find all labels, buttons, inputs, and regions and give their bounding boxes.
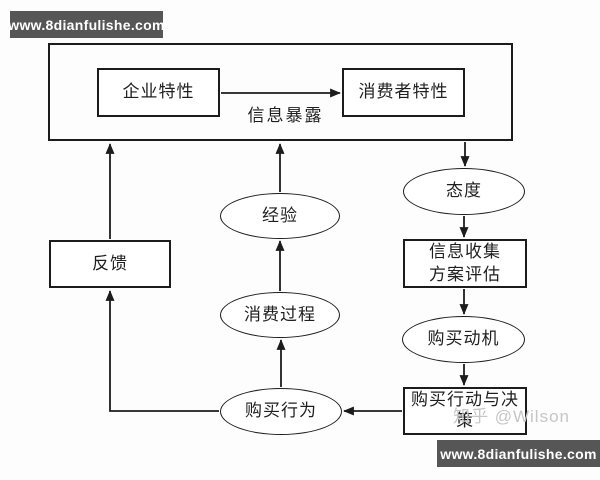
node-experience: 经验 xyxy=(220,193,340,239)
node-purchase-behavior-label: 购买行为 xyxy=(245,401,317,422)
node-purchase-behavior: 购买行为 xyxy=(220,388,342,435)
node-consumption-process: 消费过程 xyxy=(220,292,340,338)
node-consumption-process-label: 消费过程 xyxy=(244,304,316,325)
arrow-behavior-to-feedback xyxy=(105,290,219,412)
node-info-collection-evaluation: 信息收集 方案评估 xyxy=(403,239,527,288)
node-info-collection-label: 信息收集 方案评估 xyxy=(429,241,501,285)
node-attitude-label: 态度 xyxy=(446,181,482,202)
bottom-banner: www.8dianfulishe.com xyxy=(437,440,600,467)
top-banner: www.8dianfulishe.com xyxy=(8,11,164,38)
node-purchase-action-decision: 购买行动与决 策 xyxy=(403,387,527,435)
characteristics-container-box xyxy=(48,43,513,141)
watermark-credit: 知乎 @Wilson xyxy=(453,407,570,426)
node-purchase-motive-label: 购买动机 xyxy=(427,329,500,350)
edge-label-information-exposure: 信息暴露 xyxy=(247,106,324,126)
node-feedback-label: 反馈 xyxy=(92,253,128,274)
node-attitude: 态度 xyxy=(403,168,525,215)
node-purchase-action-label: 购买行动与决 策 xyxy=(411,389,519,431)
node-enterprise-characteristics: 企业特性 xyxy=(97,68,220,117)
node-consumer-label: 消费者特性 xyxy=(358,82,449,103)
node-experience-label: 经验 xyxy=(262,205,298,226)
node-enterprise-label: 企业特性 xyxy=(122,82,195,103)
node-feedback: 反馈 xyxy=(49,240,171,288)
node-consumer-characteristics: 消费者特性 xyxy=(342,68,465,117)
node-purchase-motive: 购买动机 xyxy=(402,316,525,363)
